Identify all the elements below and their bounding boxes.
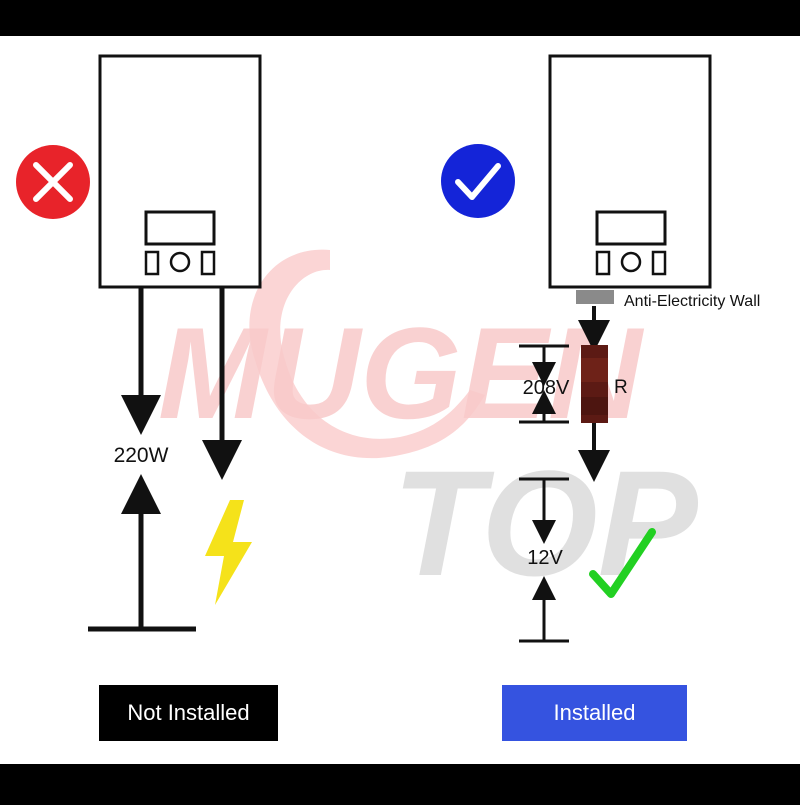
control-knob: [620, 251, 642, 273]
watermark-text-top: MUGEN: [158, 300, 645, 446]
top-border: [0, 0, 800, 36]
installed-label: Installed: [502, 685, 687, 741]
water-heater-right: [548, 54, 712, 289]
voltage-label-left: 220W: [114, 444, 169, 467]
right-panel: Anti-Electricity Wall R 208V 12V: [441, 54, 760, 643]
left-panel: 220W: [16, 54, 262, 632]
control-button: [595, 250, 611, 276]
control-knob: [169, 251, 191, 273]
green-check-icon: [589, 528, 656, 598]
wall-label: Anti-Electricity Wall: [624, 293, 760, 310]
resistor: [581, 345, 608, 423]
not-installed-label: Not Installed: [99, 685, 278, 741]
bottom-border: [0, 764, 800, 800]
control-button: [144, 250, 160, 276]
check-icon: [441, 144, 515, 218]
cross-icon: [16, 145, 90, 219]
water-heater-left: [98, 54, 262, 289]
resistor-label: R: [614, 377, 628, 398]
control-button: [200, 250, 216, 276]
drop-voltage-label: 208V: [523, 377, 570, 399]
anti-electricity-wall: [576, 290, 614, 304]
control-button: [651, 250, 667, 276]
display-screen: [144, 210, 216, 246]
safe-voltage-label: 12V: [527, 547, 563, 569]
lightning-icon: [205, 500, 252, 605]
display-screen: [595, 210, 667, 246]
